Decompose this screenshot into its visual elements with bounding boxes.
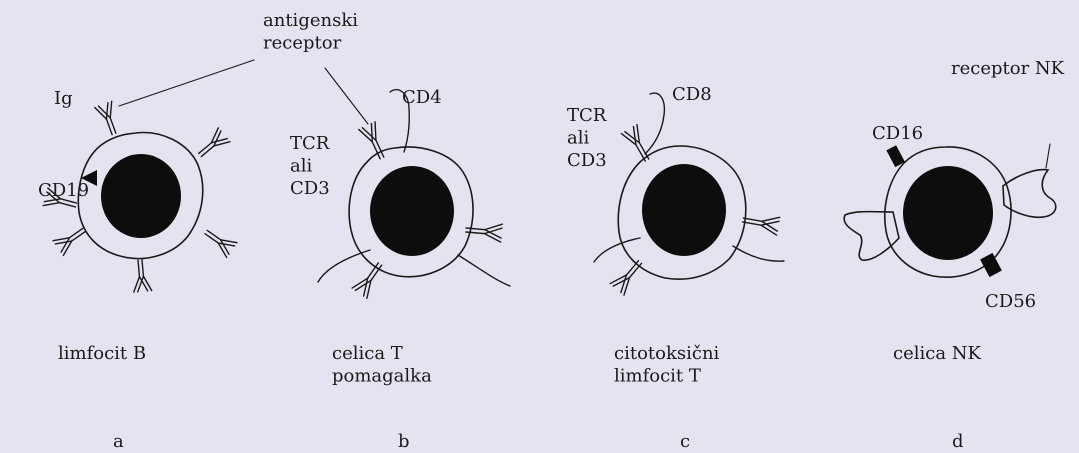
- ig-receptor-1: [95, 101, 123, 137]
- receptor-nk-label: receptor NK: [951, 58, 1065, 79]
- tcr-c-3: [610, 256, 647, 295]
- ig-label: Ig: [54, 88, 73, 109]
- receptor-stroke: [207, 230, 221, 239]
- text-line: CD3: [290, 178, 330, 199]
- receptor-stroke: [376, 140, 384, 157]
- receptor-stroke: [613, 273, 629, 291]
- ig-receptor-4: [131, 259, 152, 292]
- receptor-stroke: [484, 234, 502, 242]
- letter-d: d: [952, 431, 964, 452]
- receptor-stroke: [69, 228, 83, 237]
- text-line: limfocit T: [614, 366, 701, 387]
- cell-c-nucleus: [642, 164, 726, 256]
- letter-b: b: [398, 431, 410, 452]
- receptor-stroke: [630, 263, 642, 277]
- caption-d: celica NK: [893, 343, 982, 364]
- text-line: CD3: [567, 150, 607, 171]
- text-line: ali: [567, 128, 589, 149]
- cd56-label: CD56: [985, 291, 1036, 312]
- cd4-label: CD4: [402, 87, 442, 108]
- receptor-stroke: [138, 260, 139, 276]
- text-line: celica NK: [893, 343, 982, 364]
- caption-a: limfocit B: [58, 343, 146, 364]
- receptor-stroke: [636, 145, 645, 161]
- text-line: limfocit B: [58, 343, 146, 364]
- panel-b-t-helper: TCRaliCD3 CD4 celica Tpomagalka b: [290, 87, 510, 452]
- receptor-stroke: [201, 146, 214, 157]
- ig-receptor-3: [201, 225, 237, 258]
- cd4-tail-right: [458, 255, 510, 286]
- tcr-c-2: [741, 211, 779, 235]
- receptor-stroke: [199, 143, 212, 154]
- receptor-stroke: [626, 261, 638, 275]
- text-line: TCR: [290, 133, 330, 154]
- leader-line-to-ig: [119, 60, 254, 106]
- receptor-stroke: [485, 223, 503, 231]
- receptor-nk-left-lobe: [844, 212, 899, 261]
- text-line: citotoksični: [614, 343, 720, 364]
- tcr-label-c: TCRaliCD3: [567, 105, 607, 171]
- tcr-b-3: [352, 259, 387, 299]
- cd16-label: CD16: [872, 123, 923, 144]
- leader-line-to-tcr: [325, 68, 368, 124]
- cell-b-nucleus: [370, 166, 454, 256]
- letter-c: c: [680, 431, 690, 452]
- panel-d-nk-cell: CD16 receptor NK CD56 celica NK d: [844, 58, 1065, 452]
- text-line: receptor: [263, 33, 342, 54]
- panel-a-b-lymphocyte: Ig CD19 limfocit B a: [38, 88, 237, 452]
- receptor-stroke: [743, 222, 761, 225]
- cd8-marker: [645, 93, 664, 154]
- receptor-stroke: [466, 228, 485, 230]
- receptor-stroke: [143, 276, 151, 292]
- cd19-label: CD19: [38, 180, 89, 201]
- receptor-stroke: [60, 203, 76, 207]
- receptor-stroke: [132, 277, 140, 293]
- cd8-tail-right: [733, 246, 784, 261]
- tcr-label-b: TCRaliCD3: [290, 133, 330, 199]
- receptor-stroke: [743, 218, 761, 221]
- receptor-stroke: [205, 234, 219, 243]
- receptor-stroke: [369, 122, 383, 140]
- cd56-marker: [980, 253, 1002, 277]
- cell-a-nucleus: [101, 154, 181, 238]
- receptor-stroke: [610, 271, 626, 289]
- cd8-label: CD8: [672, 84, 712, 105]
- receptor-stroke: [142, 260, 143, 276]
- text-line: antigenski: [263, 10, 358, 31]
- cell-d-nucleus: [903, 166, 993, 260]
- receptor-stroke: [72, 232, 86, 241]
- tcr-c-1: [621, 125, 654, 165]
- caption-b: celica Tpomagalka: [332, 343, 432, 387]
- text-line: ali: [290, 156, 312, 177]
- letter-a: a: [113, 431, 124, 452]
- text-line: celica T: [332, 343, 403, 364]
- receptor-stroke: [466, 232, 485, 234]
- panel-c-cytotoxic-t: TCRaliCD3 CD8 citotoksičnilimfocit T c: [567, 84, 784, 452]
- text-line: pomagalka: [332, 366, 432, 387]
- receptor-nk-leader: [1046, 144, 1050, 168]
- text-line: TCR: [567, 105, 607, 126]
- ig-receptor-2: [194, 128, 230, 162]
- cd8-tail-left: [594, 238, 640, 262]
